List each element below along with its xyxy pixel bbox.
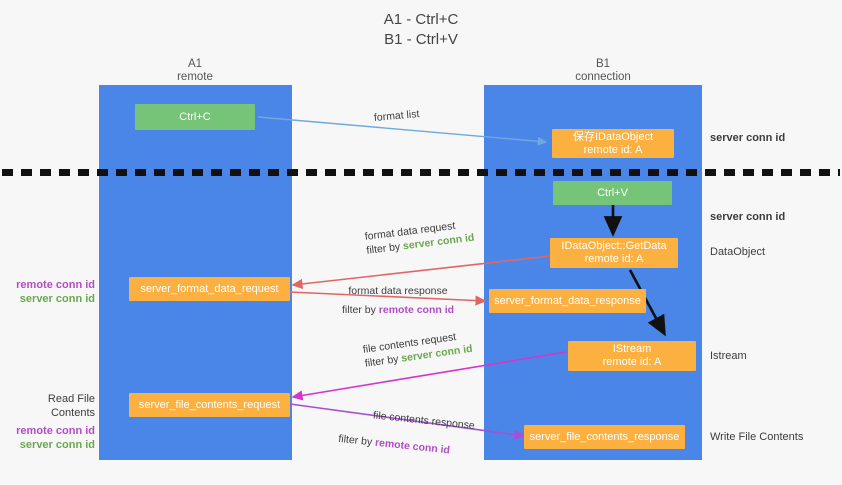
column-b1-sub: connection [575,71,631,83]
left-annotation-format-remote: remote conn id [16,279,95,291]
node-idataobject-getdata[interactable]: IDataObject::GetData remote id: A [550,238,678,268]
node-istream-line1: IStream [612,343,652,355]
left-annotation-format-server: server conn id [19,293,95,305]
node-getdata-line2: remote id: A [584,253,644,265]
arrow-file-contents-response [289,403,526,440]
right-label-dataobject: DataObject [710,246,766,258]
node-ctrl-c-label: Ctrl+C [179,110,211,123]
node-server-file-contents-request-label: server_file_contents_request [138,398,281,411]
node-istream-line2: remote id: A [602,356,662,368]
right-label-server-conn-id-mid: server conn id [710,211,786,223]
node-server-format-data-response[interactable]: server_format_data_response [489,289,646,313]
page-title: A1 - Ctrl+C B1 - Ctrl+V [0,10,842,50]
node-save-idataobject-line1: 保存IDataObject [572,130,654,143]
title-line-2: B1 - Ctrl+V [384,31,458,48]
node-save-idataobject[interactable]: 保存IDataObject remote id: A [552,129,674,158]
left-annotation-file-server: server conn id [19,439,95,451]
edge-format-data-response-prefix: filter by [342,304,379,316]
column-b1-name: B1 [595,58,611,70]
arrow-getdata-to-istream [628,269,666,337]
node-getdata-line1: IDataObject::GetData [561,240,667,252]
node-save-idataobject-line2: remote id: A [583,143,643,156]
node-ctrl-v[interactable]: Ctrl+V [553,181,672,205]
edge-label-format-list-text: format list [373,108,420,124]
node-istream[interactable]: IStream remote id: A [568,341,696,371]
arrow-format-data-response [289,291,487,306]
node-server-format-data-request[interactable]: server_format_data_request [129,277,290,301]
node-server-file-contents-response[interactable]: server_file_contents_response [524,425,685,449]
left-annotation-format: remote conn id server conn id [7,278,95,306]
section-divider [2,169,840,176]
column-a1-sub: remote [177,71,213,83]
edge-file-contents-response-prefix: filter by [337,432,376,449]
column-a1-name: A1 [187,58,203,70]
left-annotation-file-remote: remote conn id [16,425,95,437]
column-header-b1: B1 connection [513,58,693,84]
left-annotation-file-title: Read File Contents [47,393,95,419]
edge-label-format-data-response: format data response filter by remote co… [342,284,454,317]
right-label-istream: Istream [710,350,747,362]
title-line-1: A1 - Ctrl+C [383,11,459,28]
node-server-file-contents-response-label: server_file_contents_response [529,430,680,443]
arrow-format-list [257,116,548,146]
right-label-server-conn-id-top: server conn id [710,132,786,144]
edge-format-data-response-line2: filter by remote conn id [342,303,454,317]
node-server-file-contents-request[interactable]: server_file_contents_request [129,393,290,417]
arrow-file-contents-request [291,351,567,401]
edge-format-data-response-line1: format data response [348,285,448,297]
right-label-write-file-contents: Write File Contents [710,431,804,443]
edge-format-data-response-value: remote conn id [378,304,455,316]
node-ctrl-c[interactable]: Ctrl+C [135,104,255,130]
arrow-format-data-request [291,255,552,290]
left-annotation-file: Read File Contents remote conn id server… [5,392,95,452]
node-server-format-data-request-label: server_format_data_request [140,282,279,295]
column-header-a1: A1 remote [105,58,285,84]
node-server-format-data-response-label: server_format_data_response [494,294,641,307]
node-ctrl-v-label: Ctrl+V [597,186,628,199]
